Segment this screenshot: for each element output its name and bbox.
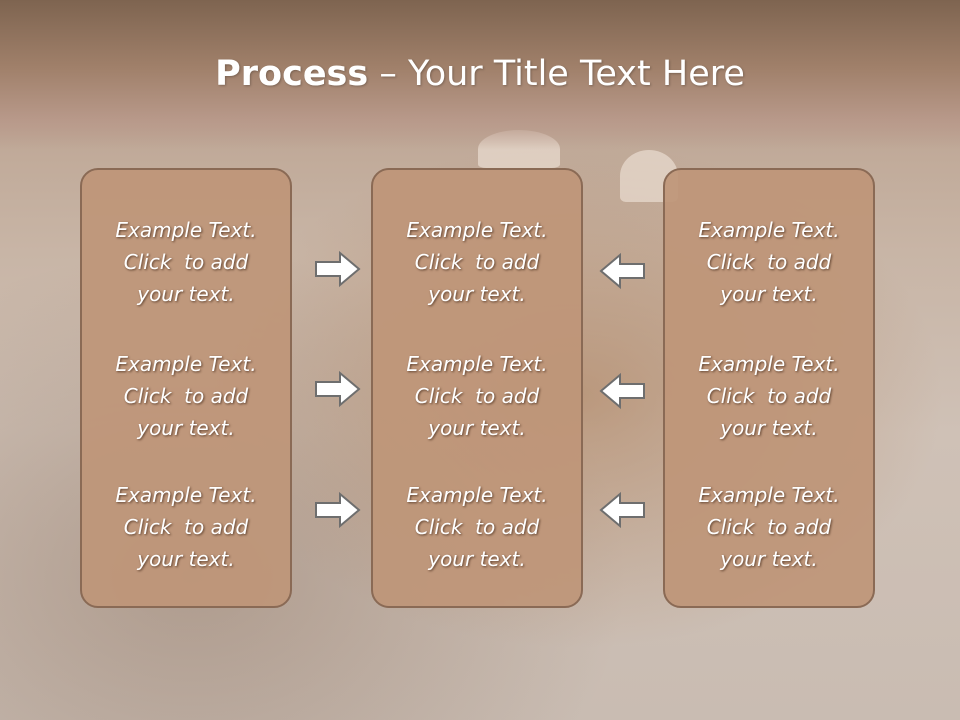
placeholder-line: your text. <box>428 282 526 306</box>
arrow-right-icon <box>315 250 361 288</box>
placeholder-line: Example Text. <box>115 352 257 376</box>
text-placeholder[interactable]: Example Text. Click to add your text. <box>373 348 581 444</box>
arrow-left-icon <box>599 491 645 529</box>
process-panel-left: Example Text. Click to add your text. Ex… <box>80 168 292 608</box>
arrow-right-icon <box>315 491 361 529</box>
placeholder-line: Example Text. <box>406 218 548 242</box>
placeholder-line: your text. <box>720 282 818 306</box>
placeholder-line: Click to add <box>414 515 540 539</box>
placeholder-line: your text. <box>720 547 818 571</box>
header-band <box>0 0 960 150</box>
placeholder-line: Click to add <box>706 384 832 408</box>
slide-title[interactable]: Process – Your Title Text Here <box>0 52 960 96</box>
placeholder-line: Click to add <box>706 250 832 274</box>
title-bold: Process <box>215 54 369 94</box>
placeholder-line: your text. <box>137 282 235 306</box>
placeholder-line: Example Text. <box>406 352 548 376</box>
placeholder-line: your text. <box>428 416 526 440</box>
placeholder-line: Example Text. <box>698 352 840 376</box>
placeholder-line: Click to add <box>123 384 249 408</box>
text-placeholder[interactable]: Example Text. Click to add your text. <box>82 214 290 310</box>
title-text: Your Title Text Here <box>407 54 745 94</box>
placeholder-line: Example Text. <box>698 218 840 242</box>
placeholder-line: Example Text. <box>406 483 548 507</box>
title-separator: – <box>368 54 408 94</box>
placeholder-line: Click to add <box>414 384 540 408</box>
arrow-left-icon <box>599 252 645 290</box>
placeholder-line: Click to add <box>123 515 249 539</box>
text-placeholder[interactable]: Example Text. Click to add your text. <box>373 479 581 575</box>
placeholder-line: Example Text. <box>115 218 257 242</box>
text-placeholder[interactable]: Example Text. Click to add your text. <box>82 348 290 444</box>
process-panel-right: Example Text. Click to add your text. Ex… <box>663 168 875 608</box>
placeholder-line: Click to add <box>123 250 249 274</box>
text-placeholder[interactable]: Example Text. Click to add your text. <box>665 479 873 575</box>
placeholder-line: Example Text. <box>115 483 257 507</box>
placeholder-line: your text. <box>428 547 526 571</box>
text-placeholder[interactable]: Example Text. Click to add your text. <box>373 214 581 310</box>
text-placeholder[interactable]: Example Text. Click to add your text. <box>665 214 873 310</box>
arrow-left-icon <box>599 372 645 410</box>
placeholder-line: your text. <box>720 416 818 440</box>
placeholder-line: your text. <box>137 416 235 440</box>
placeholder-line: Example Text. <box>698 483 840 507</box>
process-panel-center: Example Text. Click to add your text. Ex… <box>371 168 583 608</box>
placeholder-line: your text. <box>137 547 235 571</box>
text-placeholder[interactable]: Example Text. Click to add your text. <box>665 348 873 444</box>
placeholder-line: Click to add <box>706 515 832 539</box>
placeholder-line: Click to add <box>414 250 540 274</box>
text-placeholder[interactable]: Example Text. Click to add your text. <box>82 479 290 575</box>
arrow-right-icon <box>315 370 361 408</box>
